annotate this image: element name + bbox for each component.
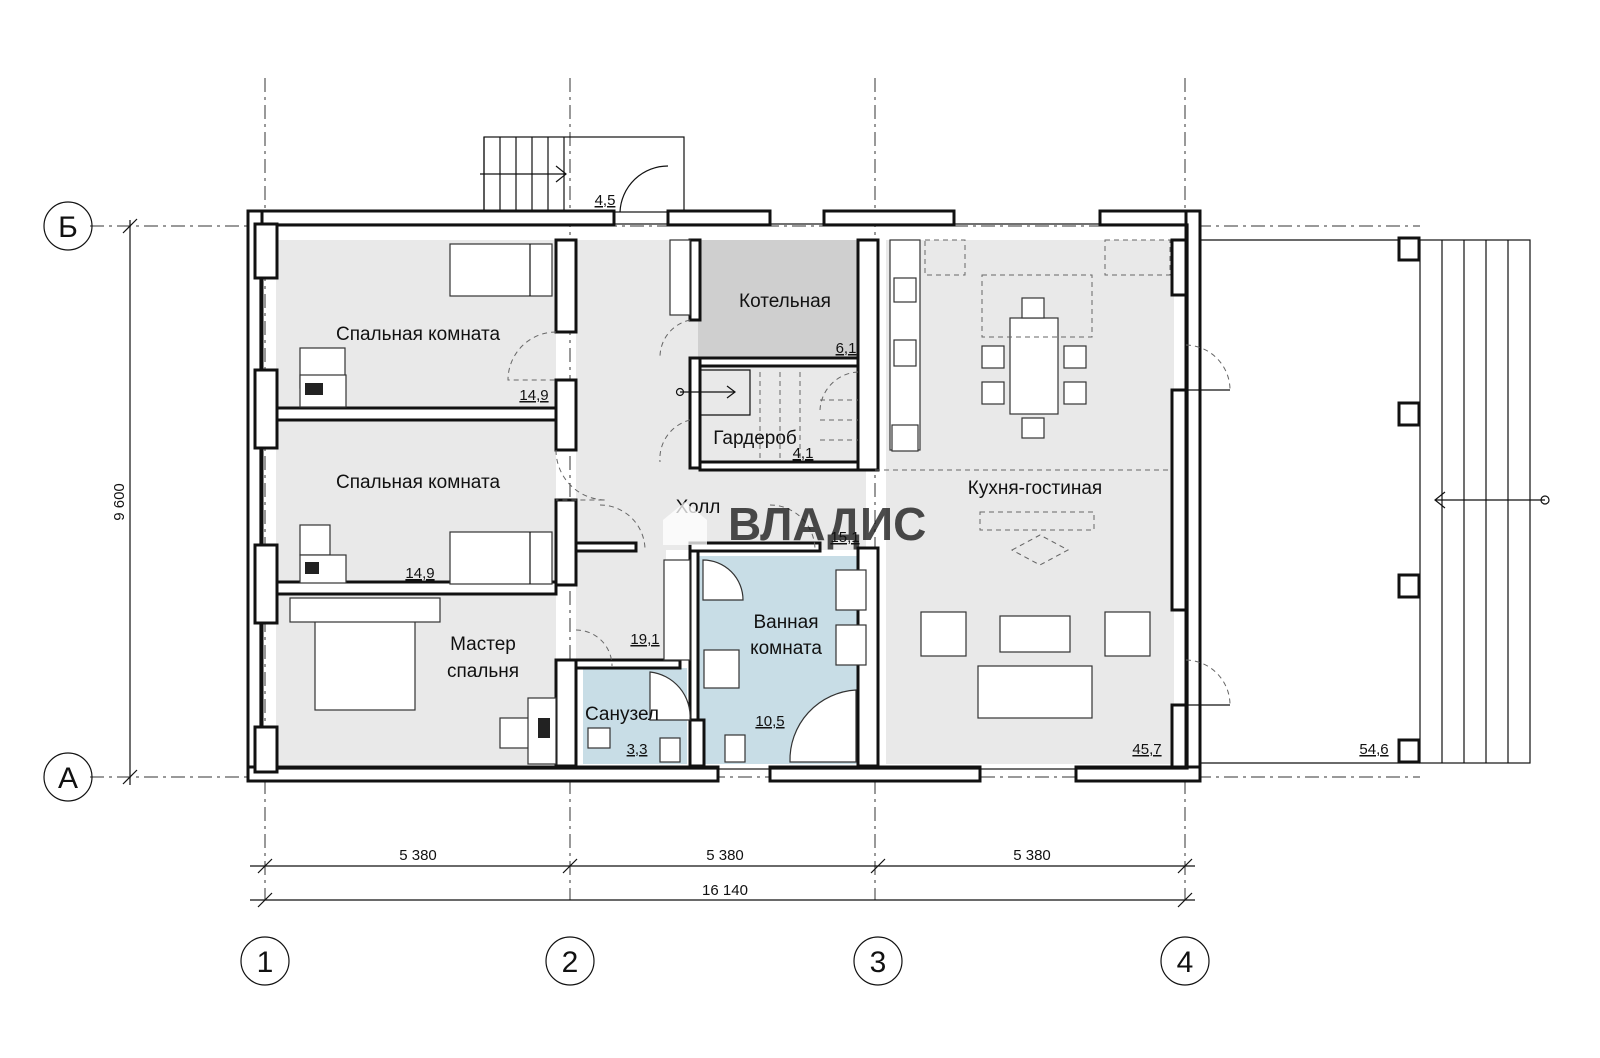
wardrobe-area: 4,1 [793, 445, 814, 462]
axis-col-marker-3 [853, 936, 903, 986]
coffee-table-icon [999, 615, 1071, 653]
boiler-room-label: Котельная [739, 291, 831, 312]
dimension-lines: 5 380 5 380 5 380 16 140 9 600 [111, 218, 1195, 908]
axis-col-marker-1 [240, 936, 290, 986]
bedroom-1-area: 14,9 [519, 387, 548, 404]
sink-icon [835, 624, 867, 666]
laptop-icon [305, 562, 319, 574]
bathtub-icon [789, 689, 857, 763]
room-fills [276, 240, 1174, 765]
armchair-icon [1104, 611, 1151, 657]
outer-walls [246, 209, 1202, 783]
dimension-span-3: 5 380 [1013, 847, 1051, 864]
interior-stairs [675, 369, 859, 458]
armchair-icon [920, 611, 967, 657]
shower-icon [702, 559, 744, 601]
inner-walls [253, 222, 1188, 774]
chair-icon [981, 381, 1005, 405]
bedroom-2-area: 14,9 [405, 565, 434, 582]
bedroom-2-label: Спальная комната [336, 472, 500, 493]
chair-icon [299, 524, 331, 556]
bathroom-label-line1: Ванная [753, 612, 818, 633]
porch-area: 4,5 [595, 192, 616, 209]
laptop-icon [305, 383, 323, 395]
porch-stairs [480, 136, 685, 213]
cabinet-icon [669, 239, 691, 316]
shower-icon [649, 671, 691, 721]
hall-area: 15,1 [830, 529, 859, 546]
axis-row-marker-a [43, 752, 93, 802]
furniture [289, 239, 1172, 765]
window-zone-outline [924, 239, 966, 276]
hall-corridor-area: 19,1 [630, 631, 659, 648]
chair-icon [1063, 345, 1087, 369]
master-bedroom-label-line2: спальня [447, 661, 519, 682]
fireplace-zone-outline [1010, 534, 1070, 566]
chair-icon [1021, 417, 1045, 439]
kitchen-living-area: 45,7 [1132, 741, 1161, 758]
axis-row-label-b: Б [58, 211, 78, 244]
fireplace-icon [979, 511, 1095, 531]
axis-col-marker-2 [545, 936, 595, 986]
toilet-icon [659, 737, 681, 763]
chair-icon [1021, 297, 1045, 319]
chair-icon [981, 345, 1005, 369]
kitchen-sink-icon [893, 339, 917, 367]
door-swings [507, 319, 1231, 706]
axis-row-marker-b [43, 201, 93, 251]
fridge-icon [891, 424, 919, 452]
axis-col-label-2: 2 [562, 946, 579, 979]
toilet-icon [724, 734, 746, 763]
dimension-span-1: 5 380 [399, 847, 437, 864]
watermark: ВЛАДИС [663, 498, 926, 550]
stove-icon [893, 277, 917, 303]
bed-icon [449, 243, 553, 297]
desk-icon [299, 554, 347, 584]
master-bedroom-label-line1: Мастер [450, 634, 516, 655]
axis-markers: Б А 1 2 3 4 [43, 201, 1210, 986]
chair-icon [1063, 381, 1087, 405]
sink-icon [587, 727, 611, 749]
wc-area: 3,3 [627, 741, 648, 758]
wardrobe-label: Гардероб [713, 428, 797, 449]
bedroom-1-label: Спальная комната [336, 324, 500, 345]
wc-label: Санузел [585, 704, 659, 725]
terrace [1200, 236, 1550, 764]
hall-corridor-floor [576, 550, 666, 665]
washing-machine-icon [703, 649, 740, 689]
bathroom-area: 10,5 [755, 713, 784, 730]
laptop-icon [538, 718, 550, 738]
axis-row-label-a: А [58, 762, 78, 795]
bathroom-label-line2: комната [750, 638, 822, 659]
axis-col-marker-4 [1160, 936, 1210, 986]
bed-icon [449, 531, 553, 585]
axis-col-label-1: 1 [257, 946, 274, 979]
dimension-height: 9 600 [111, 483, 128, 521]
dining-extension-outline [981, 274, 1093, 338]
dining-table-icon [1009, 317, 1059, 415]
terrace-area: 54,6 [1359, 741, 1388, 758]
headboard-icon [289, 597, 441, 623]
watermark-text: ВЛАДИС [728, 498, 926, 550]
cabinet-icon [663, 559, 691, 661]
boiler-room-area: 6,1 [836, 340, 857, 357]
dimension-total: 16 140 [702, 882, 748, 899]
double-bed-icon [314, 611, 416, 711]
axis-col-label-4: 4 [1177, 946, 1194, 979]
window-zone-outline [1104, 239, 1171, 276]
sink-icon [835, 569, 867, 611]
axis-col-label-3: 3 [870, 946, 887, 979]
kitchen-living-label: Кухня-гостиная [968, 478, 1102, 499]
watermark-house-icon [663, 502, 707, 545]
dimension-span-2: 5 380 [706, 847, 744, 864]
room-labels: Спальная комната 14,9 Спальная комната 1… [336, 192, 1389, 758]
boiler-room-floor [698, 240, 858, 360]
sofa-icon [977, 665, 1093, 719]
